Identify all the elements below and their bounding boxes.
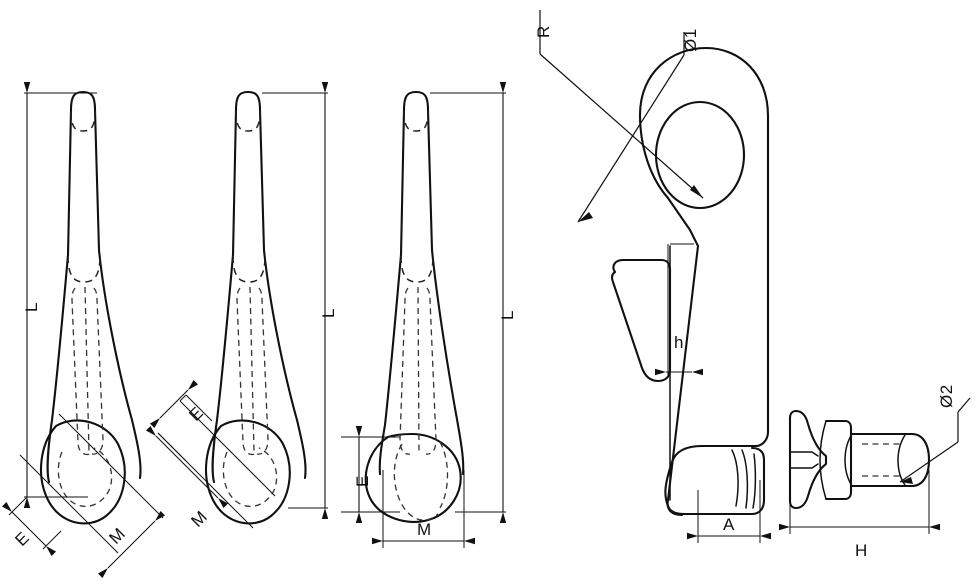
view-pin-bolt-side: Ø2 H [779,384,971,560]
view-hook-body-side: R Ø1 h A [534,10,771,543]
dimension-M-view2: M [145,394,276,531]
dimension-L-view3: L [430,82,517,523]
dim-label-D1: Ø1 [681,28,700,52]
hook-nose-detail [731,449,757,509]
ring-hidden-lines-1 [57,110,113,507]
dimension-E-view3: E [341,426,400,523]
dim-label-D2: Ø2 [937,384,956,408]
ring-hidden-lines-2 [222,110,278,507]
dimension-H: H [779,460,940,560]
hook-body-outline [638,46,770,517]
dim-label-A: A [723,515,735,534]
leader-D2: Ø2 [899,384,971,484]
dim-label-M-view3: M [417,520,432,539]
dim-label-H: H [855,541,868,560]
dim-label-h: h [674,333,684,352]
dimension-A: A [687,480,771,543]
dim-label-E-view3: E [353,475,372,487]
ring-body-outline-2 [204,90,307,525]
dimension-L-view1: L [22,82,97,508]
leader-D1: Ø1 [577,28,700,223]
dim-label-M-view2: M [187,507,211,531]
pin-shank-outline [844,432,931,488]
pin-head-slot [789,451,819,469]
pin-hidden-lines [862,443,900,477]
view-swivel-ring-left-tilted: L E M [1,82,166,579]
view-swivel-ring-front: L E M [341,82,517,548]
dim-label-L-view1: L [22,302,41,312]
dimension-L-view2: L [262,82,338,519]
ring-body-outline-3 [364,90,465,523]
dim-label-R: R [534,25,553,38]
dim-label-E-view1: E [11,528,33,550]
view-swivel-ring-right-tilted: L E M [145,82,338,531]
ring-hidden-lines-3 [393,110,449,521]
dim-label-L-view2: L [319,308,338,318]
dimension-M-view1: M [19,413,166,579]
ring-body-outline-1 [39,90,142,525]
hook-relief-pocket [610,258,672,383]
eye-bore [654,100,746,210]
dimension-M-view3: M [372,470,475,548]
dim-label-L-view3: L [498,310,517,320]
dimension-h: h [655,243,703,378]
pin-head-outline [788,409,853,510]
leader-R: R [534,10,704,199]
dim-label-E-view2: E [185,403,207,425]
dimension-E-view1: E [1,496,62,557]
